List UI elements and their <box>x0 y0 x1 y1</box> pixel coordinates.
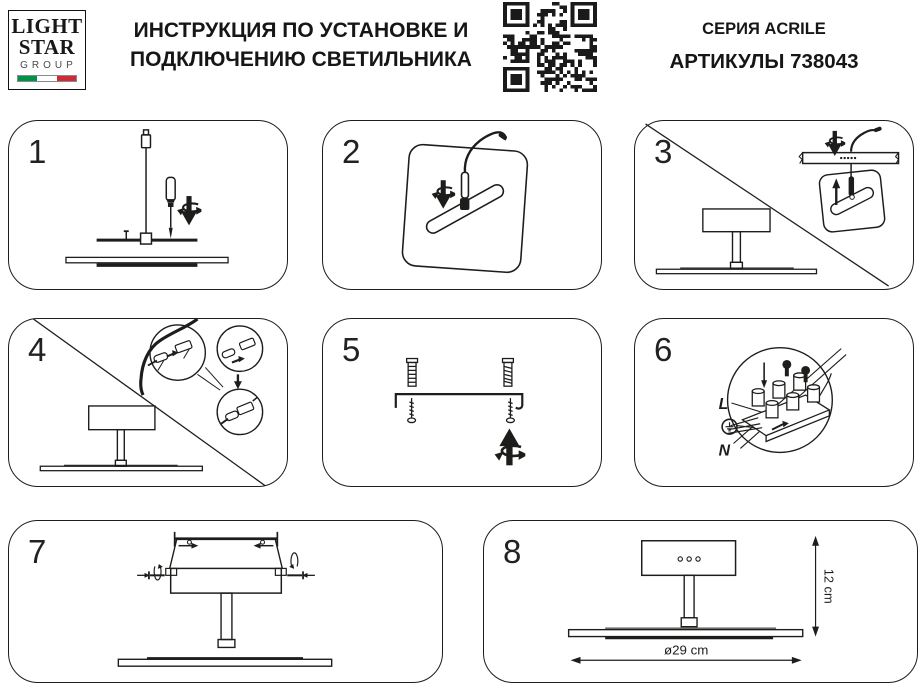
step-panel-7: 7 <box>8 520 443 683</box>
step-panel-5: 5 <box>322 318 602 487</box>
terminal-barrels <box>751 372 821 419</box>
step-6-illustration: L N <box>719 346 847 459</box>
step-2-illustration <box>401 131 529 274</box>
leader-lines <box>197 367 224 391</box>
divider-diagonal <box>32 319 266 486</box>
zoom-circle <box>726 346 833 454</box>
step-7-illustration <box>117 531 333 667</box>
series-label: СЕРИЯ ACRILE <box>702 20 826 38</box>
logo-word-group: GROUP <box>20 60 77 71</box>
wall-plug-right <box>501 357 515 387</box>
step-number: 2 <box>342 133 361 170</box>
assembled-fixture <box>655 208 818 275</box>
step-1-illustration <box>65 129 229 267</box>
step-number: 6 <box>654 331 673 368</box>
wall-plug-left <box>406 357 419 387</box>
earth-icon <box>721 418 738 435</box>
ceiling-bar <box>798 151 900 165</box>
unscrew-down-icon <box>431 180 456 209</box>
wire-tip <box>498 132 507 140</box>
step-8-illustration: 12 cm ø29 cm <box>567 535 836 664</box>
terminal-block <box>726 360 832 443</box>
canopy-box <box>640 540 737 577</box>
connector-detail-1 <box>147 324 207 381</box>
mounting-bar <box>96 232 198 245</box>
screw-left <box>407 398 417 424</box>
italian-flag-icon <box>17 75 77 82</box>
step-number: 7 <box>28 533 47 570</box>
supply-wire <box>849 129 878 152</box>
product-meta: СЕРИЯ ACRILE АРТИКУЛЫ 738043 <box>612 20 916 74</box>
screw-in-up-icon <box>494 428 526 466</box>
ceiling-bracket <box>169 531 283 569</box>
height-dimension-label: 12 cm <box>821 569 836 604</box>
side-screw-right <box>287 552 315 580</box>
step-panel-3: 3 <box>634 120 914 290</box>
assembled-fixture <box>39 405 203 472</box>
step-5-illustration <box>394 357 526 466</box>
step-number: 1 <box>28 133 47 170</box>
screw-right <box>505 398 516 424</box>
title-line-2: ПОДКЛЮЧЕНИЮ СВЕТИЛЬНИКА <box>130 48 472 71</box>
step-number: 5 <box>342 331 361 368</box>
stem-and-disc <box>567 574 804 640</box>
canopy-box <box>165 567 287 594</box>
step-panel-8: 8 12 cm <box>483 520 918 683</box>
wires <box>726 373 832 435</box>
logo-word-light: LIGHT <box>11 14 83 38</box>
height-dimension: 12 cm <box>812 535 836 637</box>
title-line-1: ИНСТРУКЦИЯ ПО УСТАНОВКЕ И <box>133 19 469 42</box>
diameter-dimension-label: ø29 cm <box>664 642 708 657</box>
step-number: 8 <box>503 533 522 570</box>
zoom-inset <box>818 163 886 233</box>
connector-detail-3 <box>216 388 264 436</box>
unscrew-down-icon <box>177 196 202 226</box>
diameter-dimension: ø29 cm <box>570 642 802 664</box>
qr-code <box>503 2 597 92</box>
lightstar-logo: LIGHT STAR GROUP <box>8 10 86 90</box>
connector-detail-2 <box>216 325 264 373</box>
zoom-inset-frame <box>401 143 529 274</box>
rod <box>848 176 855 197</box>
step-panel-6: 6 <box>634 318 914 487</box>
rod-connector <box>460 171 470 210</box>
supply-wire <box>463 131 507 173</box>
logo-word-star: STAR <box>18 35 76 59</box>
screw-icon <box>123 230 129 240</box>
divider-diagonal <box>645 123 889 287</box>
step-4-illustration <box>32 319 266 486</box>
insert-arrow-icon <box>771 422 785 431</box>
stem-and-disc <box>117 592 333 667</box>
step-panel-1: 1 <box>8 120 288 290</box>
wire-tip <box>873 126 882 133</box>
supply-cable <box>139 319 199 396</box>
neutral-label: N <box>719 442 731 459</box>
document-title: ИНСТРУКЦИЯ ПО УСТАНОВКЕ И ПОДКЛЮЧЕНИЮ СВ… <box>104 16 498 74</box>
step-panel-4: 4 <box>8 318 288 487</box>
step-panel-2: 2 <box>322 120 602 290</box>
live-label: L <box>719 396 729 413</box>
diffuser-disc <box>65 256 229 267</box>
step-number: 3 <box>654 133 673 170</box>
screwdriver-icon <box>165 176 176 239</box>
step-number: 4 <box>28 331 47 368</box>
suspension-rod <box>140 129 152 239</box>
screw-down-icon <box>824 130 846 156</box>
side-screw-left <box>137 563 165 581</box>
article-label: АРТИКУЛЫ 738043 <box>669 50 859 73</box>
mounting-bracket <box>394 393 524 410</box>
terminal-screws <box>782 360 811 383</box>
step-3-illustration <box>645 123 900 287</box>
